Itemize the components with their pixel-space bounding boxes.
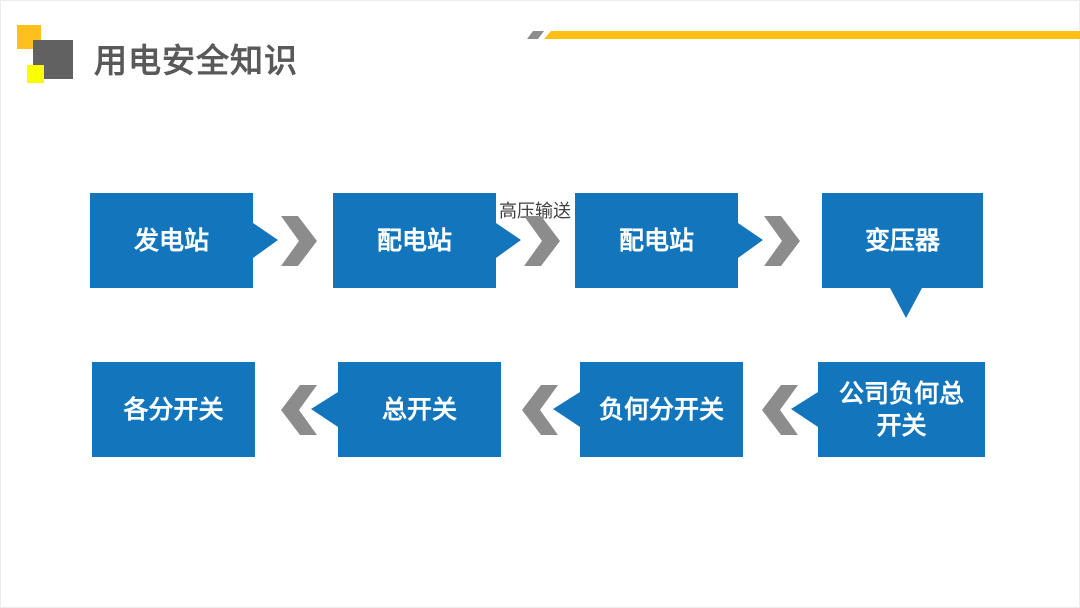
flow-box-label: 配电站 (376, 225, 452, 255)
flow-box-company-main-load-switch: 公司负何总 开关 (791, 362, 985, 457)
flow-box-label: 配电站 (618, 225, 694, 255)
header-accent-bar-gray (527, 31, 544, 39)
flow-box-distribution-station-1: 配电站 (333, 193, 521, 288)
chevron-right-icon (524, 216, 560, 266)
flow-box-label: 变压器 (864, 225, 940, 255)
logo-square-yellow-icon (27, 65, 44, 83)
flow-box-distribution-station-2: 配电站 (575, 193, 763, 288)
flow-box-label: 发电站 (133, 225, 209, 255)
page-title: 用电安全知识 (94, 41, 298, 80)
chevron-left-icon (281, 385, 317, 435)
header-accent-bar-yellow (544, 31, 1080, 39)
chevron-right-icon (281, 216, 317, 266)
chevron-right-icon (764, 216, 800, 266)
flow-box-power-station: 发电站 (90, 193, 278, 288)
flow-box-main-switch: 总开关 (311, 362, 501, 457)
flow-box-label: 总开关 (381, 394, 457, 424)
flow-box-branch-switches: 各分开关 (92, 362, 255, 457)
high-voltage-transmission-label: 高压输送 (499, 201, 571, 222)
flow-box-transformer: 变压器 (822, 193, 983, 318)
flow-box-load-branch-switch: 负何分开关 (553, 362, 743, 457)
flow-box-label: 负何分开关 (598, 394, 724, 424)
chevron-left-icon (522, 385, 558, 435)
flow-box-label: 各分开关 (123, 394, 224, 424)
flow-box-label: 公司负何总 开关 (838, 379, 964, 440)
